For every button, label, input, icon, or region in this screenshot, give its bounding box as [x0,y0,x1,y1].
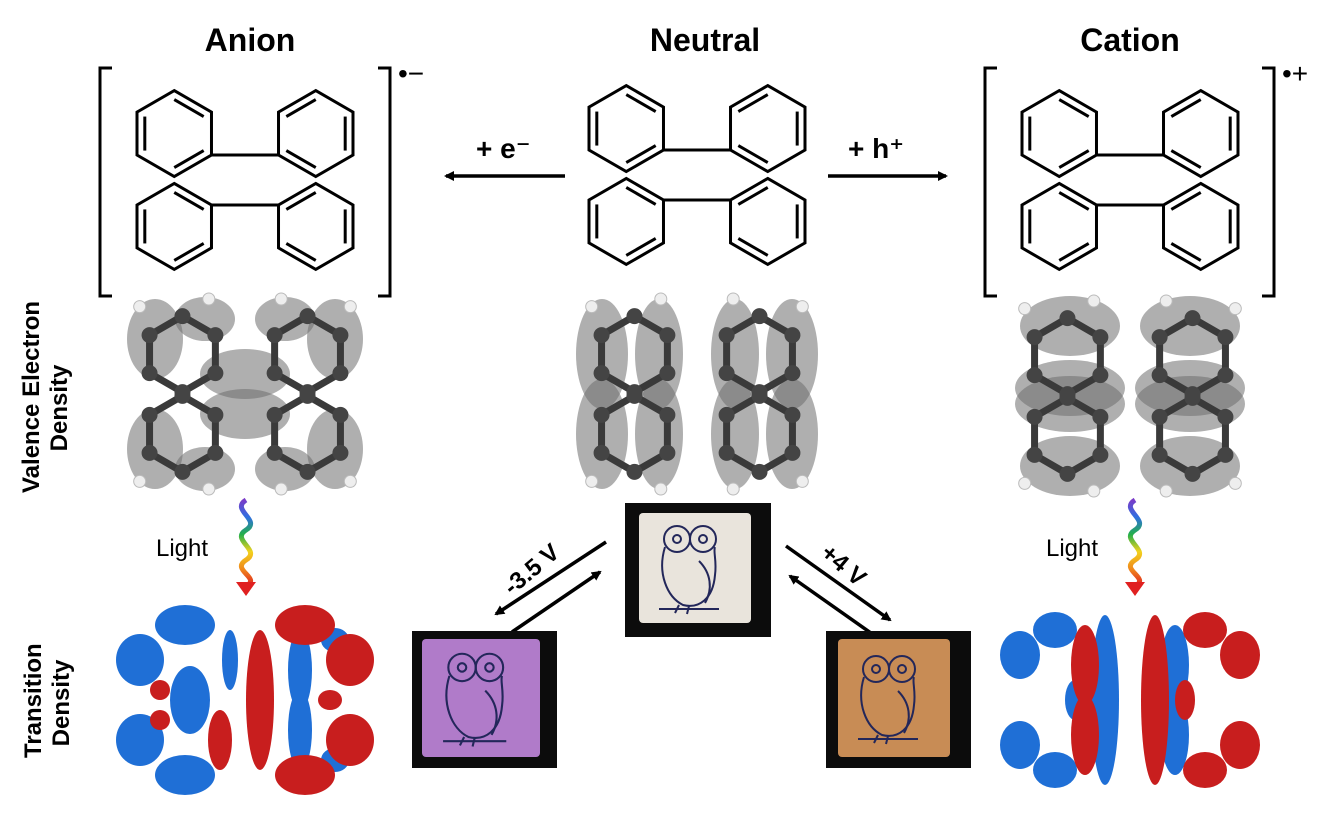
light-label-right: Light [1046,535,1099,562]
device-photo-cation [826,631,971,768]
oxidation-label: + h⁺ [848,133,905,164]
transition-density-anion [116,605,374,795]
valence-density-anion [127,292,363,496]
perylene-structure-anion [135,88,355,272]
device-photo-neutral [625,503,771,637]
light-arrowhead-right [1125,582,1145,596]
owl-icon [858,655,918,745]
light-label-left: Light [156,535,209,562]
title-neutral: Neutral [649,22,761,58]
valence-density-cation [1015,294,1245,498]
cation-charge: •+ [1282,58,1309,89]
equilibrium-arrows-negative [494,540,607,634]
anion-charge: •− [398,58,425,89]
title-cation: Cation [1080,22,1180,58]
light-wave-icon-left [238,497,254,589]
valence-density-neutral [576,292,818,496]
owl-icon [659,525,719,615]
bracket-anion [98,66,392,298]
light-wave-icon-right [1127,497,1143,589]
reduction-label: + e⁻ [476,133,531,164]
perylene-structure-neutral [587,83,807,267]
light-arrowhead-left [236,582,256,596]
owl-icon [443,652,507,747]
equilibrium-arrows-positive [784,544,892,640]
title-anion: Anion [204,22,296,58]
transition-density-cation [1000,612,1260,788]
device-photo-anion [412,631,557,768]
perylene-structure-cation [1020,88,1240,272]
bracket-cation [983,66,1276,298]
